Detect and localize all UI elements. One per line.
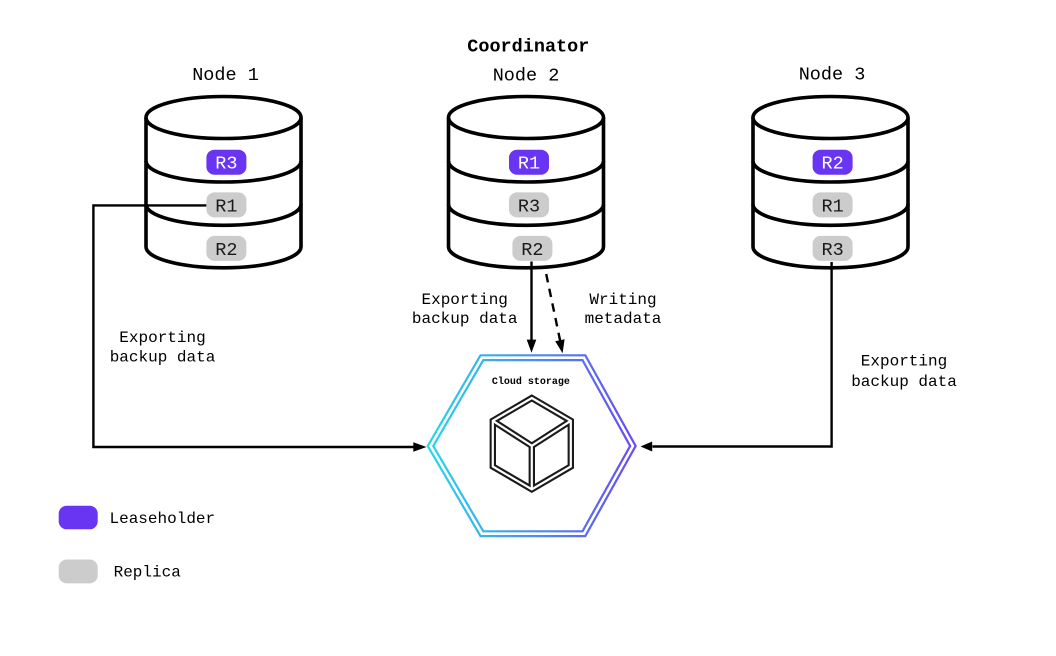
svg-text:Replica: Replica — [114, 564, 182, 582]
svg-text:Node 1: Node 1 — [192, 65, 259, 86]
svg-text:backup data: backup data — [851, 373, 957, 391]
svg-text:R2: R2 — [215, 240, 237, 261]
svg-text:Exporting: Exporting — [861, 353, 947, 371]
svg-text:R3: R3 — [821, 240, 843, 261]
svg-text:Cloud storage: Cloud storage — [492, 376, 570, 388]
svg-text:Node 2: Node 2 — [493, 66, 560, 87]
svg-text:Exporting: Exporting — [421, 291, 507, 309]
svg-text:R1: R1 — [821, 196, 843, 217]
svg-text:R3: R3 — [518, 196, 540, 217]
svg-text:metadata: metadata — [585, 310, 662, 328]
svg-text:R2: R2 — [521, 240, 543, 261]
svg-text:R1: R1 — [215, 196, 237, 217]
svg-text:Writing: Writing — [589, 291, 656, 309]
svg-text:Node 3: Node 3 — [799, 65, 866, 86]
svg-text:backup data: backup data — [412, 310, 518, 328]
svg-text:Exporting: Exporting — [119, 329, 205, 347]
svg-text:Leaseholder: Leaseholder — [110, 510, 216, 528]
svg-text:R2: R2 — [821, 154, 843, 175]
svg-text:backup data: backup data — [110, 349, 216, 367]
svg-text:Coordinator: Coordinator — [467, 36, 589, 57]
svg-text:R1: R1 — [518, 154, 540, 175]
svg-text:R3: R3 — [215, 154, 237, 175]
